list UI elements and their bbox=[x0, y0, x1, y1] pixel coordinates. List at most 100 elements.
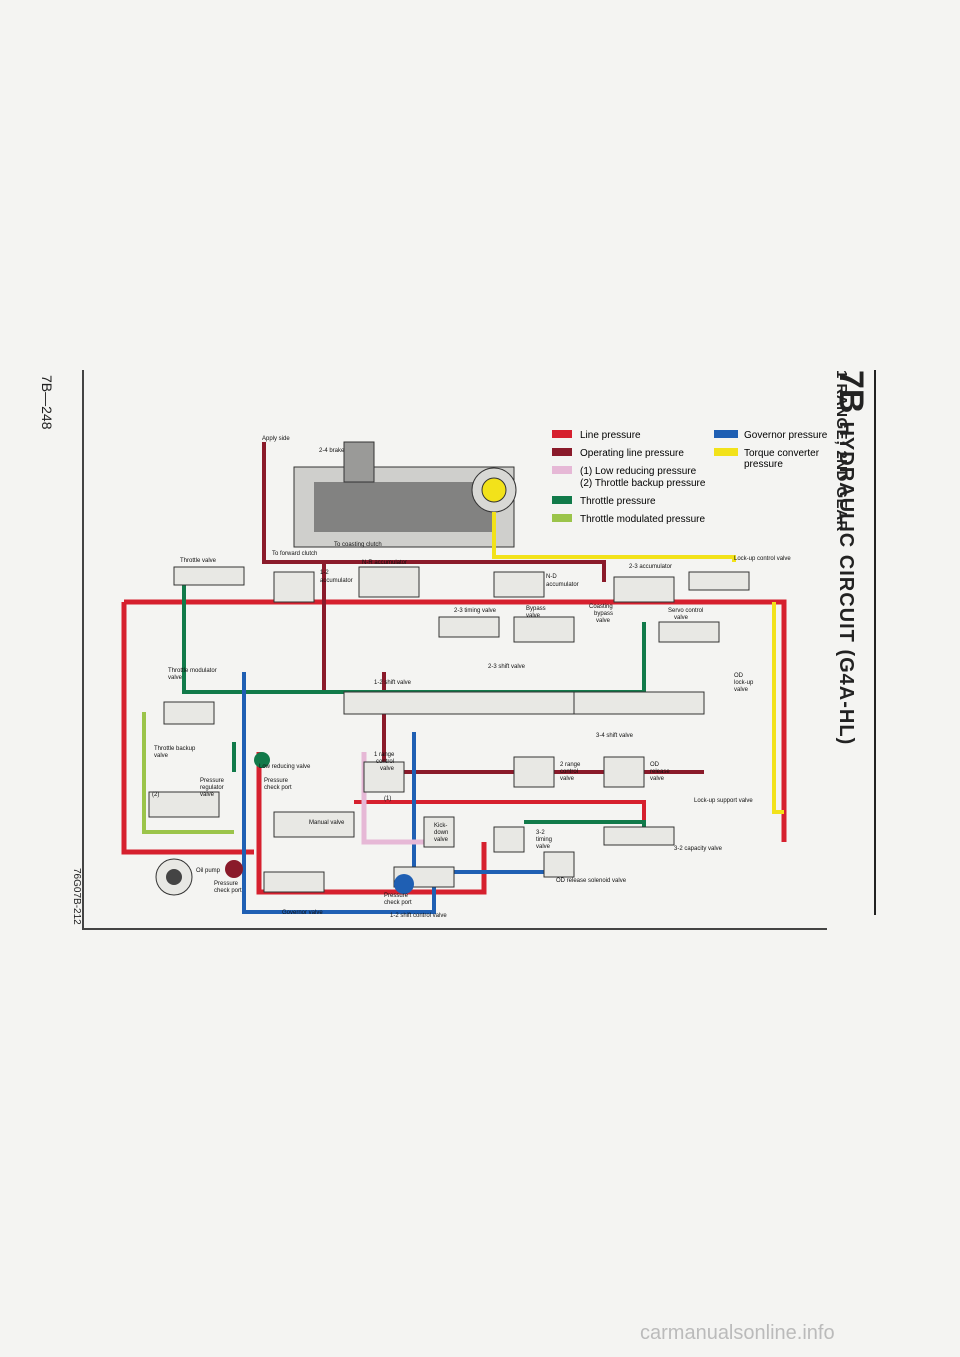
label-pcp-mid-2: check port bbox=[384, 900, 412, 906]
legend-swatch-throttle-mod bbox=[552, 514, 572, 522]
legend-swatch-low-reducing bbox=[552, 466, 572, 474]
label-1range-control: control bbox=[376, 759, 394, 765]
label-coasting-valve: valve bbox=[596, 618, 611, 624]
label-24-brake: 2-4 brake bbox=[319, 448, 345, 454]
label-throttle-modulator: Throttle modulator bbox=[168, 668, 217, 674]
label-bypass-valve: valve bbox=[526, 613, 541, 619]
label-pcp-left: Pressure bbox=[214, 881, 239, 887]
valve-bodies bbox=[148, 566, 750, 893]
legend-swatch-line bbox=[552, 430, 572, 438]
label-coasting: Coasting bbox=[589, 604, 613, 610]
label-32-timing-3: valve bbox=[536, 844, 551, 850]
label-2range: 2 range bbox=[560, 762, 581, 768]
label-bypass: Bypass bbox=[526, 606, 546, 612]
component-labels: Apply side 2-4 brake To coasting clutch … bbox=[152, 436, 791, 919]
label-low-reducing: Low reducing valve bbox=[259, 764, 311, 770]
line-pressure-outer bbox=[121, 599, 787, 855]
label-12-acc: 1-2 bbox=[320, 570, 329, 576]
pressure-check-port-green bbox=[254, 752, 270, 768]
diagram-frame-bottom bbox=[82, 928, 827, 930]
label-throttle-backup: Throttle backup bbox=[154, 746, 196, 752]
label-kickdown-3: valve bbox=[434, 837, 449, 843]
label-coasting-clutch: To coasting clutch bbox=[334, 542, 382, 548]
label-12-shift: 1-2 shift valve bbox=[374, 680, 412, 686]
label-lockup-support: Lock-up support valve bbox=[694, 798, 753, 804]
label-23-timing: 2-3 timing valve bbox=[454, 608, 497, 614]
label-od-release-3: valve bbox=[650, 776, 665, 782]
label-pressure-regulator-2: regulator bbox=[200, 785, 224, 791]
legend-throttle-pressure: Throttle pressure bbox=[580, 496, 656, 507]
page-number: 7B—248 bbox=[39, 375, 55, 430]
diagram-frame-left bbox=[82, 370, 84, 930]
label-throttle-valve: Throttle valve bbox=[180, 558, 217, 564]
line-pressure-lower bbox=[256, 752, 487, 895]
label-od-lockup-2: lock-up bbox=[734, 680, 754, 686]
legend-swatch-torque bbox=[714, 448, 738, 456]
legend-operating-line: Operating line pressure bbox=[580, 448, 684, 459]
label-1range-valve: valve bbox=[380, 766, 395, 772]
label-apply-side: Apply side bbox=[262, 436, 290, 442]
label-oil-pump: Oil pump bbox=[196, 868, 221, 874]
label-od-release-solenoid: OD release solenoid valve bbox=[556, 878, 627, 884]
label-pressure-regulator-3: valve bbox=[200, 792, 215, 798]
label-nd: N-D bbox=[546, 574, 557, 580]
transmission-assembly bbox=[293, 441, 517, 548]
watermark: carmanualsonline.info bbox=[640, 1322, 835, 1344]
legend-swatch-throttle bbox=[552, 496, 572, 504]
label-12-shift-control: 1-2 shift control valve bbox=[390, 913, 447, 919]
pressure-check-port-left bbox=[225, 860, 243, 878]
label-32-timing: 3-2 bbox=[536, 830, 545, 836]
label-2range-valve: valve bbox=[560, 776, 575, 782]
legend-governor: Governor pressure bbox=[744, 430, 828, 441]
label-coasting-bypass: bypass bbox=[594, 611, 613, 617]
figure-code: 76G07B-212 bbox=[71, 868, 82, 925]
label-throttle-backup-valve: valve bbox=[154, 753, 169, 759]
label-forward-clutch: To forward clutch bbox=[272, 551, 317, 557]
hydraulic-circuit-diagram: Line pressure Operating line pressure (1… bbox=[121, 430, 828, 919]
label-mark2: (2) bbox=[152, 792, 159, 798]
legend-throttle-modulated: Throttle modulated pressure bbox=[580, 514, 706, 525]
label-od-release-2: release bbox=[650, 769, 670, 775]
legend-torque-converter: Torque converter bbox=[744, 448, 820, 459]
legend-swatch-governor bbox=[714, 430, 738, 438]
label-lockup-control: Lock-up control valve bbox=[734, 556, 791, 562]
oil-pump-core bbox=[166, 869, 182, 885]
label-kickdown-2: down bbox=[434, 830, 448, 836]
label-pcp-mid: Pressure bbox=[384, 893, 409, 899]
pressure-check-port-mid bbox=[394, 874, 414, 894]
label-pcp-left-2: check port bbox=[214, 888, 242, 894]
label-kickdown: Kick- bbox=[434, 823, 447, 829]
label-od-lockup-3: valve bbox=[734, 687, 749, 693]
label-od-release: OD bbox=[650, 762, 660, 768]
label-mark1: (1) bbox=[384, 796, 391, 802]
label-governor-valve: Governor valve bbox=[282, 910, 323, 916]
label-23-accumulator: 2-3 accumulator bbox=[629, 564, 672, 570]
label-servo-control: Servo control bbox=[668, 608, 703, 614]
legend-throttle-backup: (2) Throttle backup pressure bbox=[580, 478, 706, 489]
label-nd-acc: accumulator bbox=[546, 582, 579, 588]
label-23-shift: 2-3 shift valve bbox=[488, 664, 526, 670]
title-rule bbox=[874, 370, 876, 915]
legend-line-pressure: Line pressure bbox=[580, 430, 641, 441]
label-32-capacity: 3-2 capacity valve bbox=[674, 846, 723, 852]
label-manual-valve: Manual valve bbox=[309, 820, 345, 826]
throttle-modulated-line bbox=[142, 712, 234, 834]
label-od-lockup: OD bbox=[734, 673, 744, 679]
label-34-shift: 3-4 shift valve bbox=[596, 733, 634, 739]
torque-converter-line bbox=[492, 512, 784, 814]
label-nr-accumulator: N-R accumulator bbox=[362, 560, 407, 566]
label-pcp-upper: Pressure bbox=[264, 778, 289, 784]
label-pressure-regulator: Pressure bbox=[200, 778, 225, 784]
page-subtitle: 1 RANGE; 2ND GEAR bbox=[833, 370, 850, 532]
legend: Line pressure Operating line pressure (1… bbox=[552, 430, 828, 525]
label-32-timing-2: timing bbox=[536, 837, 552, 843]
legend-torque-converter-2: pressure bbox=[744, 459, 783, 470]
label-1range: 1 range bbox=[374, 752, 395, 758]
label-pcp-upper-2: check port bbox=[264, 785, 292, 791]
legend-low-reducing: (1) Low reducing pressure bbox=[580, 466, 697, 477]
label-2range-control: control bbox=[560, 769, 578, 775]
label-12-acc-2: accumulator bbox=[320, 578, 353, 584]
label-servo-valve: valve bbox=[674, 615, 689, 621]
legend-swatch-operating bbox=[552, 448, 572, 456]
label-throttle-modulator-valve: valve bbox=[168, 675, 183, 681]
